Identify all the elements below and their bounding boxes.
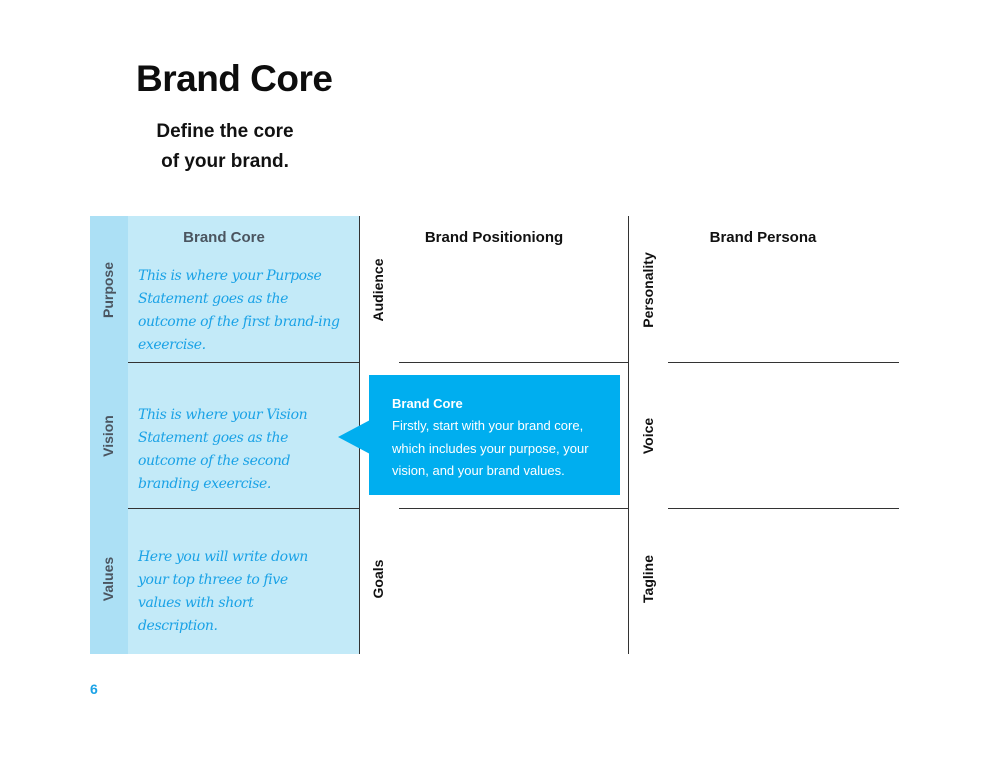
brand-core-panel: [90, 216, 360, 654]
positioning-row-divider: [399, 508, 629, 509]
row-label-vision: Vision: [100, 415, 116, 457]
brand-core-callout: Brand Core Firstly, start with your bran…: [369, 375, 620, 495]
callout-body: Firstly, start with your brand core, whi…: [392, 418, 589, 478]
purpose-statement-text: This is where your Purpose Statement goe…: [138, 268, 340, 353]
callout-title: Brand Core: [392, 396, 463, 411]
vision-statement-text: This is where your Vision Statement goes…: [138, 407, 308, 492]
page-number: 6: [90, 681, 98, 697]
persona-row-divider: [668, 362, 899, 363]
positioning-row-divider: [399, 362, 629, 363]
column-divider: [628, 216, 629, 654]
values-text: Here you will write down your top threee…: [138, 549, 308, 634]
row-label-voice: Voice: [640, 417, 656, 455]
row-label-tagline: Tagline: [640, 555, 656, 603]
row-label-audience: Audience: [370, 258, 386, 322]
row-label-personality: Personality: [640, 252, 656, 328]
column-header-brand-positioning: Brand Positioniong: [424, 229, 564, 246]
page-subtitle: Define the core of your brand.: [150, 117, 300, 177]
column-header-brand-persona: Brand Persona: [709, 229, 817, 246]
core-row-divider: [128, 362, 360, 363]
row-label-goals: Goals: [370, 559, 386, 599]
page-title: Brand Core: [136, 58, 333, 99]
subtitle-line-1: Define the core: [156, 121, 294, 142]
persona-row-divider: [668, 508, 899, 509]
column-header-brand-core: Brand Core: [183, 229, 265, 246]
core-row-divider: [128, 508, 360, 509]
callout-pointer: [338, 420, 370, 454]
row-label-values: Values: [100, 556, 116, 602]
row-label-purpose: Purpose: [100, 262, 116, 319]
brand-core-row-label-strip: [90, 216, 128, 654]
subtitle-line-2: of your brand.: [161, 151, 289, 172]
